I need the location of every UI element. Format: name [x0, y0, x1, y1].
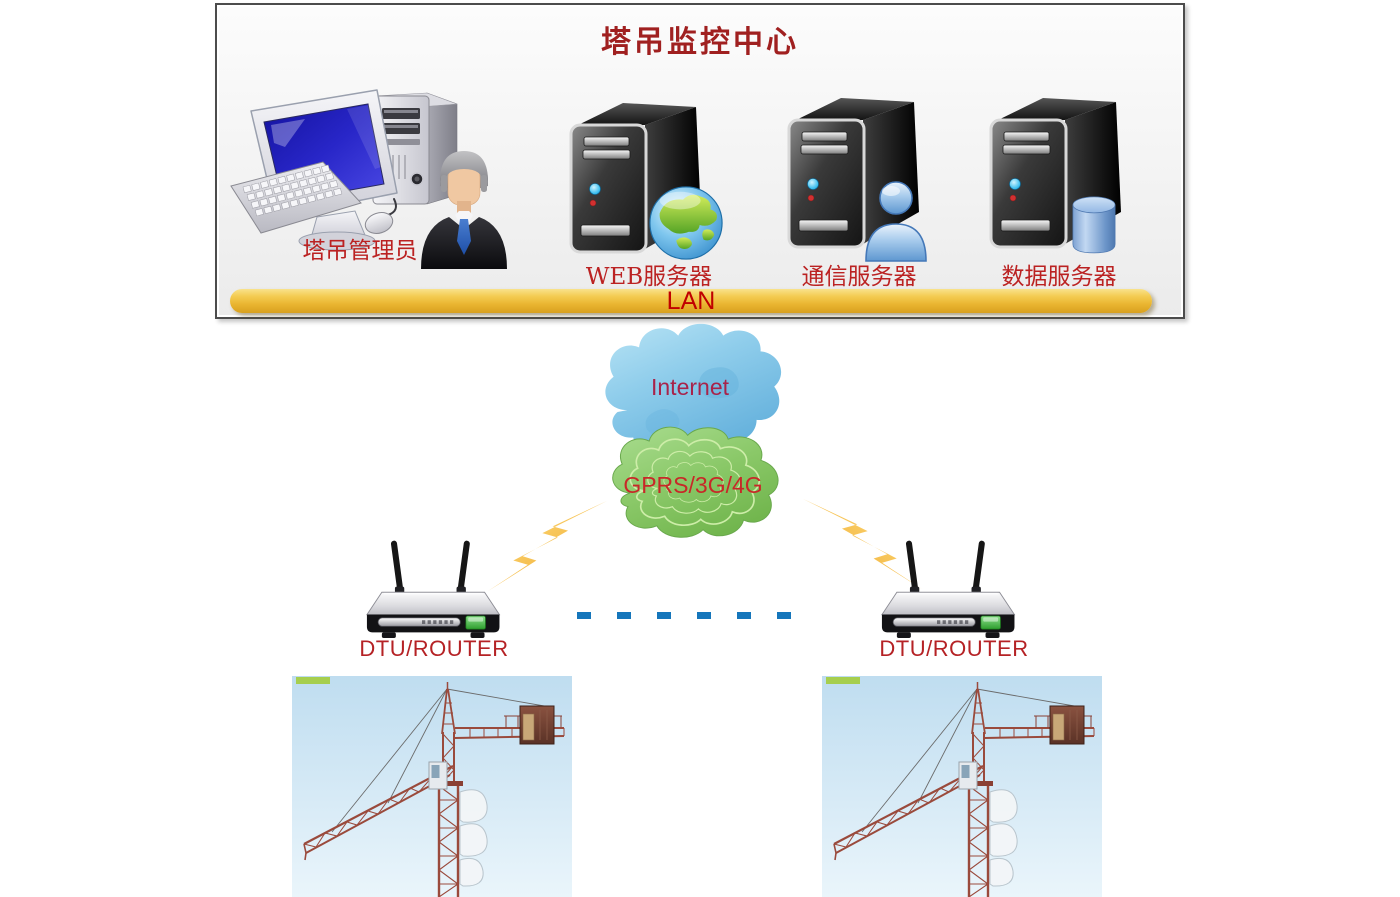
user-icon — [860, 177, 932, 263]
router-icon-right — [881, 538, 1021, 639]
tower-crane-photo-left — [292, 676, 572, 897]
comm-server-label: 通信服务器 — [801, 264, 917, 290]
dashed-link — [577, 611, 791, 619]
router-icon-left — [366, 538, 506, 639]
lan-bus-bar: LAN — [230, 287, 1152, 315]
database-icon — [1070, 188, 1118, 261]
data-server-label: 数据服务器 — [1001, 264, 1117, 290]
internet-label: Internet — [651, 374, 729, 400]
web-server-label: WEB服务器 — [585, 264, 713, 290]
dash-segment — [737, 611, 751, 619]
gprs-label: GPRS/3G/4G — [623, 472, 763, 498]
monitoring-center-box: 塔吊监控中心 塔吊管理员 WEB服务器 通信服务器 数据服务器 LAN — [215, 3, 1185, 319]
dash-segment — [577, 611, 591, 619]
admin-label: 塔吊管理员 — [302, 238, 418, 264]
globe-icon — [647, 184, 725, 262]
router-label-right: DTU/ROUTER — [879, 636, 1029, 661]
dash-segment — [657, 611, 671, 619]
page-title: 塔吊监控中心 — [601, 25, 799, 60]
lan-label: LAN — [666, 287, 716, 315]
tower-crane-photo-right — [822, 676, 1102, 897]
router-label-left: DTU/ROUTER — [359, 636, 509, 661]
dash-segment — [617, 611, 631, 619]
dash-segment — [777, 611, 791, 619]
dash-segment — [697, 611, 711, 619]
